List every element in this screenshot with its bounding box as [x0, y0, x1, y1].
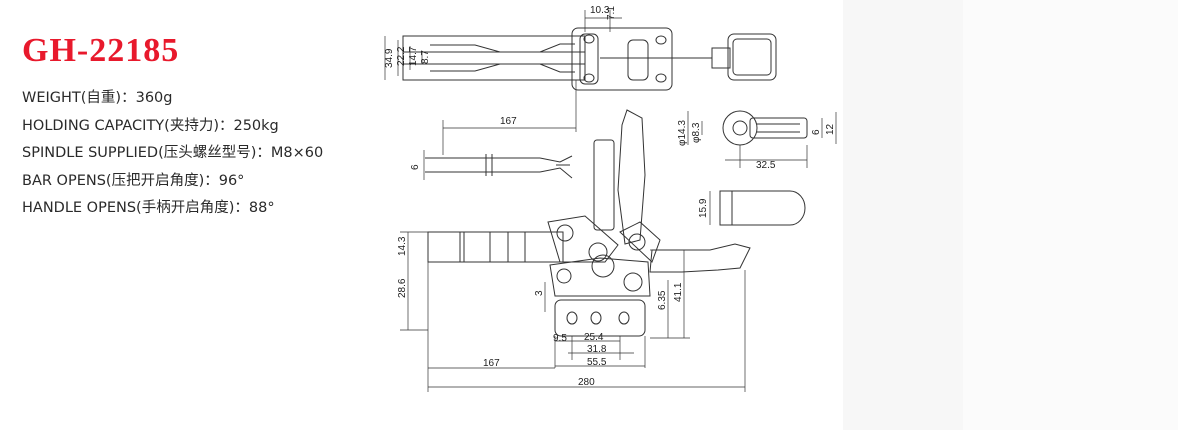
arm-eye-inner: [732, 120, 748, 136]
dim-label: 15.9: [698, 198, 709, 218]
top-link: [579, 33, 599, 85]
dim-label: 167: [500, 116, 517, 127]
dim-label: 34.9: [384, 48, 395, 68]
handle-link: [619, 221, 661, 263]
dim-label: 41.1: [673, 282, 684, 302]
pivot-pin: [628, 233, 646, 251]
spec-holding-capacity: HOLDING CAPACITY(夹持力)：250kg: [22, 117, 279, 134]
dim-label: 12: [825, 123, 836, 135]
handle-open-outline: [617, 109, 646, 245]
top-base-plate: [571, 27, 673, 91]
spec-bar-opens: BAR OPENS(压把开启角度)：96°: [22, 172, 245, 189]
background-panel-inner: [963, 0, 1178, 430]
dim-label: 6: [410, 164, 421, 170]
dim-label: 14.7: [408, 46, 419, 66]
arm-body: [749, 117, 808, 139]
top-hole: [655, 35, 667, 45]
pad-detail: [709, 190, 806, 226]
spec-label: HANDLE OPENS(手柄开启角度): [22, 200, 235, 216]
top-hole: [655, 73, 667, 83]
spec-value: 88°: [248, 200, 275, 216]
pad-outline: [719, 190, 806, 226]
pivot-pin: [556, 224, 574, 242]
dim-label: 31.8: [587, 344, 607, 355]
dim-label: 22.2: [396, 46, 407, 66]
top-handle-neck: [711, 47, 731, 69]
spec-spindle: SPINDLE SUPPLIED(压头螺丝型号)：M8×60: [22, 145, 324, 161]
base-hole: [618, 311, 630, 325]
bar-open-outline: [593, 139, 615, 231]
dim-label: 6.35: [657, 290, 668, 310]
spec-label: WEIGHT(自重): [22, 90, 122, 106]
top-bar-outline: [402, 35, 586, 81]
spindle-view: [423, 120, 576, 180]
spec-label: SPINDLE SUPPLIED(压头螺丝型号): [22, 145, 257, 161]
dim-label: φ8.3: [691, 122, 702, 143]
spindle-slot-lower: [430, 63, 575, 73]
arm-detail: [687, 110, 837, 168]
side-handle: [649, 243, 751, 273]
dim-label: 3: [534, 290, 545, 296]
spindle-end: [539, 155, 573, 179]
side-view: [400, 109, 751, 392]
pivot-pin: [623, 272, 643, 292]
model-number: GH-22185: [22, 32, 180, 69]
dim-label: 167: [483, 358, 500, 369]
dim-label: 8.7: [420, 50, 431, 64]
pivot-pin: [588, 242, 608, 262]
top-handle-grip-inner: [732, 38, 772, 76]
spec-list: WEIGHT(自重)：360g HOLDING CAPACITY(夹持力)：25…: [22, 88, 323, 226]
spec-value: M8×60: [270, 145, 324, 161]
dim-label: 55.5: [587, 357, 607, 368]
spec-handle-opens: HANDLE OPENS(手柄开启角度)：88°: [22, 200, 275, 216]
pivot-pin: [556, 268, 572, 284]
spec-weight: WEIGHT(自重)：360g: [22, 90, 173, 106]
dim-label: 7.1: [606, 6, 617, 20]
spec-label: BAR OPENS(压把开启角度): [22, 172, 205, 189]
clamp-bar: [427, 231, 564, 263]
spec-value: 96°: [218, 172, 245, 189]
top-hole: [583, 73, 595, 83]
top-handle-grip: [727, 33, 777, 81]
dim-label: 280: [578, 377, 595, 388]
base-plate: [554, 299, 646, 337]
dim-label: 10.3: [590, 5, 610, 16]
dim-label: 28.6: [397, 278, 408, 298]
dim-label: 25.4: [584, 332, 604, 343]
dim-label: φ14.3: [677, 120, 688, 146]
dim-label: 32.5: [756, 160, 776, 171]
base-hole: [590, 311, 602, 325]
spindle-slot-upper: [430, 43, 575, 53]
dim-label: 14.3: [397, 236, 408, 256]
top-hole: [583, 34, 595, 44]
clamp-arm: [547, 215, 619, 263]
arm-eye-outer: [722, 110, 758, 146]
top-view: [384, 10, 777, 132]
dim-label: 6: [811, 129, 822, 135]
spec-value: 250kg: [233, 117, 279, 134]
spec-label: HOLDING CAPACITY(夹持力): [22, 117, 219, 134]
top-link: [627, 39, 649, 81]
link-body: [549, 257, 651, 297]
dim-label: 9.5: [553, 333, 567, 344]
spec-value: 360g: [135, 90, 173, 106]
pivot-pin: [591, 254, 615, 278]
base-hole: [566, 311, 578, 325]
